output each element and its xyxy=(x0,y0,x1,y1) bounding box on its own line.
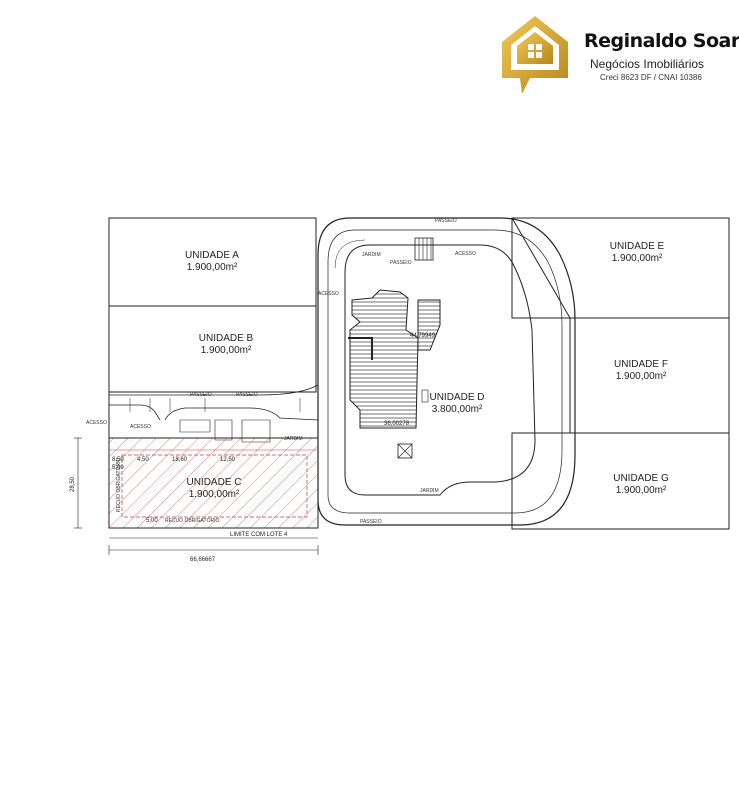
recuo-label: RECUO OBRIGATÓRIO xyxy=(165,517,219,524)
jardim-label-3: JARDIM xyxy=(420,488,439,494)
lot-unit-e xyxy=(511,217,730,319)
lot-unit-g xyxy=(511,432,730,530)
brand-subtitle: Negócios Imobiliários xyxy=(590,57,705,71)
unit-a-name: UNIDADE A xyxy=(185,250,239,261)
unit-f-area: 1.900,00m² xyxy=(616,371,667,382)
access-road-inner xyxy=(344,244,536,496)
dim-7: 44,79949 xyxy=(410,333,436,339)
dim-width-total: 66,66667 xyxy=(190,557,216,563)
unit-e-area: 1.900,00m² xyxy=(612,253,663,264)
passeio-label-d: PASSEIO xyxy=(390,260,412,266)
acesso-label-a: ACESSO xyxy=(318,291,339,297)
house-icon xyxy=(502,16,568,94)
dimension-lines xyxy=(74,437,319,555)
access-stairs xyxy=(414,237,434,261)
access-road-outer xyxy=(317,217,576,526)
acesso-label-d: ACESSO xyxy=(455,251,476,257)
dim-height-total: 28,50 xyxy=(70,476,76,492)
dim-4: 12,50 xyxy=(220,457,236,463)
brand-name: Reginaldo Soares xyxy=(584,30,739,52)
access-road-outer-ring xyxy=(334,239,366,269)
dim-2: 4,50 xyxy=(137,457,149,463)
unit-a-area: 1.900,00m² xyxy=(187,262,238,273)
passeio-label-top: PASSEIO xyxy=(435,218,457,224)
unit-b-area: 1.900,00m² xyxy=(201,345,252,356)
dim-6: 5,00 xyxy=(146,518,158,524)
unit-d-building xyxy=(348,289,441,459)
limite-label: LIMITE COM LOTE 4 xyxy=(230,532,288,538)
jardim-label-2: JARDIM xyxy=(284,436,303,442)
acesso-label-left: ACESSO xyxy=(86,420,107,426)
lot-unit-c xyxy=(108,437,319,529)
unit-d-area: 3.800,00m² xyxy=(432,404,483,415)
unit-g-name: UNIDADE G xyxy=(613,473,669,484)
lot-unit-b xyxy=(108,305,317,393)
recuo-label-vertical: RECUO OBRIGATÓRIO xyxy=(115,458,122,512)
unit-c-area: 1.900,00m² xyxy=(189,489,240,500)
unit-b-name: UNIDADE B xyxy=(199,333,254,344)
unit-c-name: UNIDADE C xyxy=(186,477,241,488)
passeio-label-bottom: PASSEIO xyxy=(360,519,382,525)
dim-8: 36,00278 xyxy=(384,421,410,427)
jardim-label-1: JARDIM xyxy=(362,252,381,258)
passeio-label-left: PASSEIO xyxy=(190,392,212,398)
unit-d-name: UNIDADE D xyxy=(429,392,484,403)
unit-e-name: UNIDADE E xyxy=(610,241,665,252)
dim-5: 5,00 xyxy=(112,465,124,471)
left-access-path xyxy=(109,384,319,421)
dim-1: 8,50 xyxy=(112,457,124,463)
unit-g-area: 1.900,00m² xyxy=(616,485,667,496)
dim-3: 18,60 xyxy=(172,457,188,463)
passeio-label-left-2: PASSEIO xyxy=(236,392,258,398)
acesso-label-c: ACESSO xyxy=(130,424,151,430)
unit-f-name: UNIDADE F xyxy=(614,359,668,370)
access-road-mid xyxy=(327,229,563,514)
brand-logo xyxy=(500,14,730,96)
brand-creci: Creci 8623 DF / CNAI 10386 xyxy=(600,73,702,82)
